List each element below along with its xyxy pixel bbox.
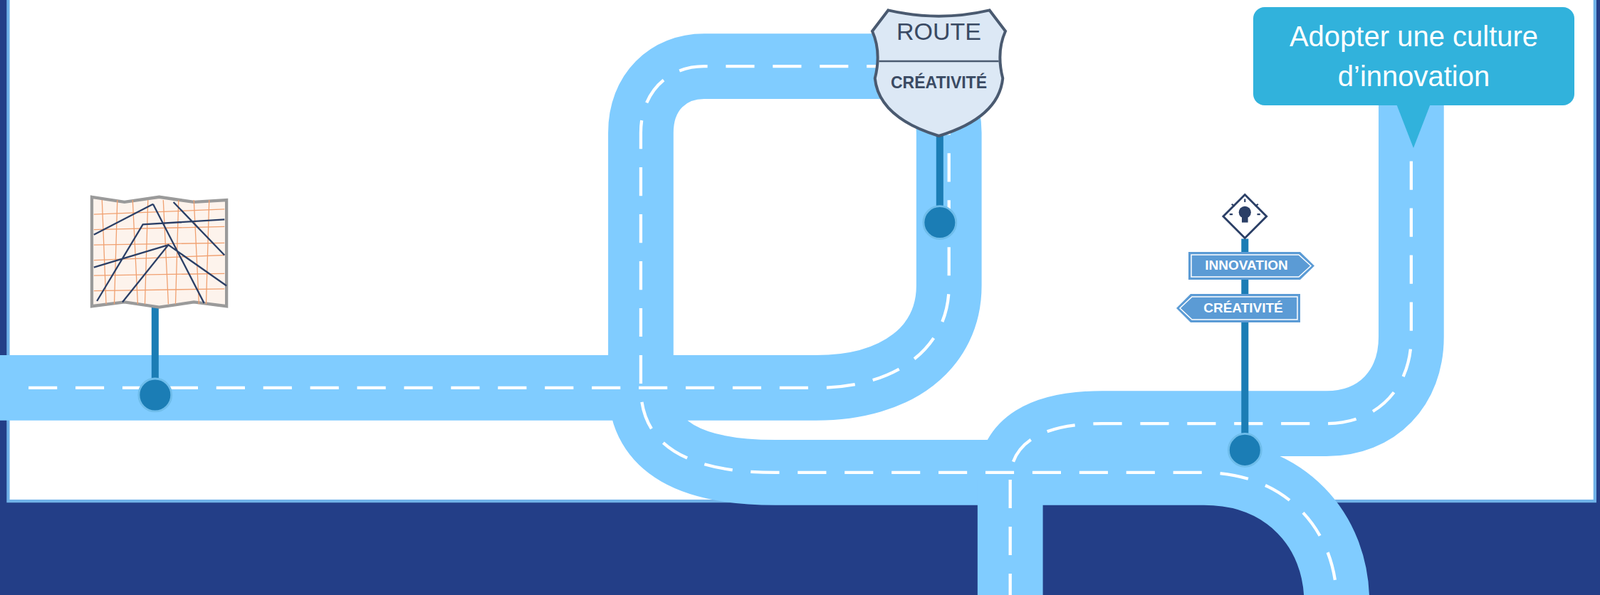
sign-text: Adopter une culture d’innovation [1267,16,1561,97]
road [1010,101,1412,595]
direction-sign-left: CRÉATIVITÉ [1176,294,1301,323]
road-dash [1010,143,1412,595]
map-icon [91,197,227,308]
sign-pole [936,131,944,216]
arrow-sign-inner-border [1191,254,1311,277]
callout-tail [1396,103,1431,149]
sign-text: INNOVATION [1204,258,1288,274]
road-dashes [28,66,1412,595]
arrow-sign-inner-border [1179,296,1298,320]
direction-sign-right: INNOVATION [1188,252,1315,280]
road-dash [28,66,1337,595]
idea-diamond-icon [1223,195,1267,239]
callout-box: Adopter une culture d’innovation [1253,7,1575,106]
roads [0,66,1412,595]
sign-pole [151,304,159,389]
sign-text: CRÉATIVITÉ [872,73,1006,92]
road [0,66,1337,595]
sign-base [138,378,172,412]
shield-divider [878,60,999,63]
sign-base [923,206,957,240]
shield-shape [872,9,1006,137]
sign-text: ROUTE [872,17,1006,46]
arrow-sign-fill [1188,252,1315,280]
sign-base [1228,433,1262,467]
route-shield: ROUTE CRÉATIVITÉ [872,4,1006,137]
sign-text: CRÉATIVITÉ [1203,301,1284,317]
arrow-sign-fill [1176,294,1301,323]
